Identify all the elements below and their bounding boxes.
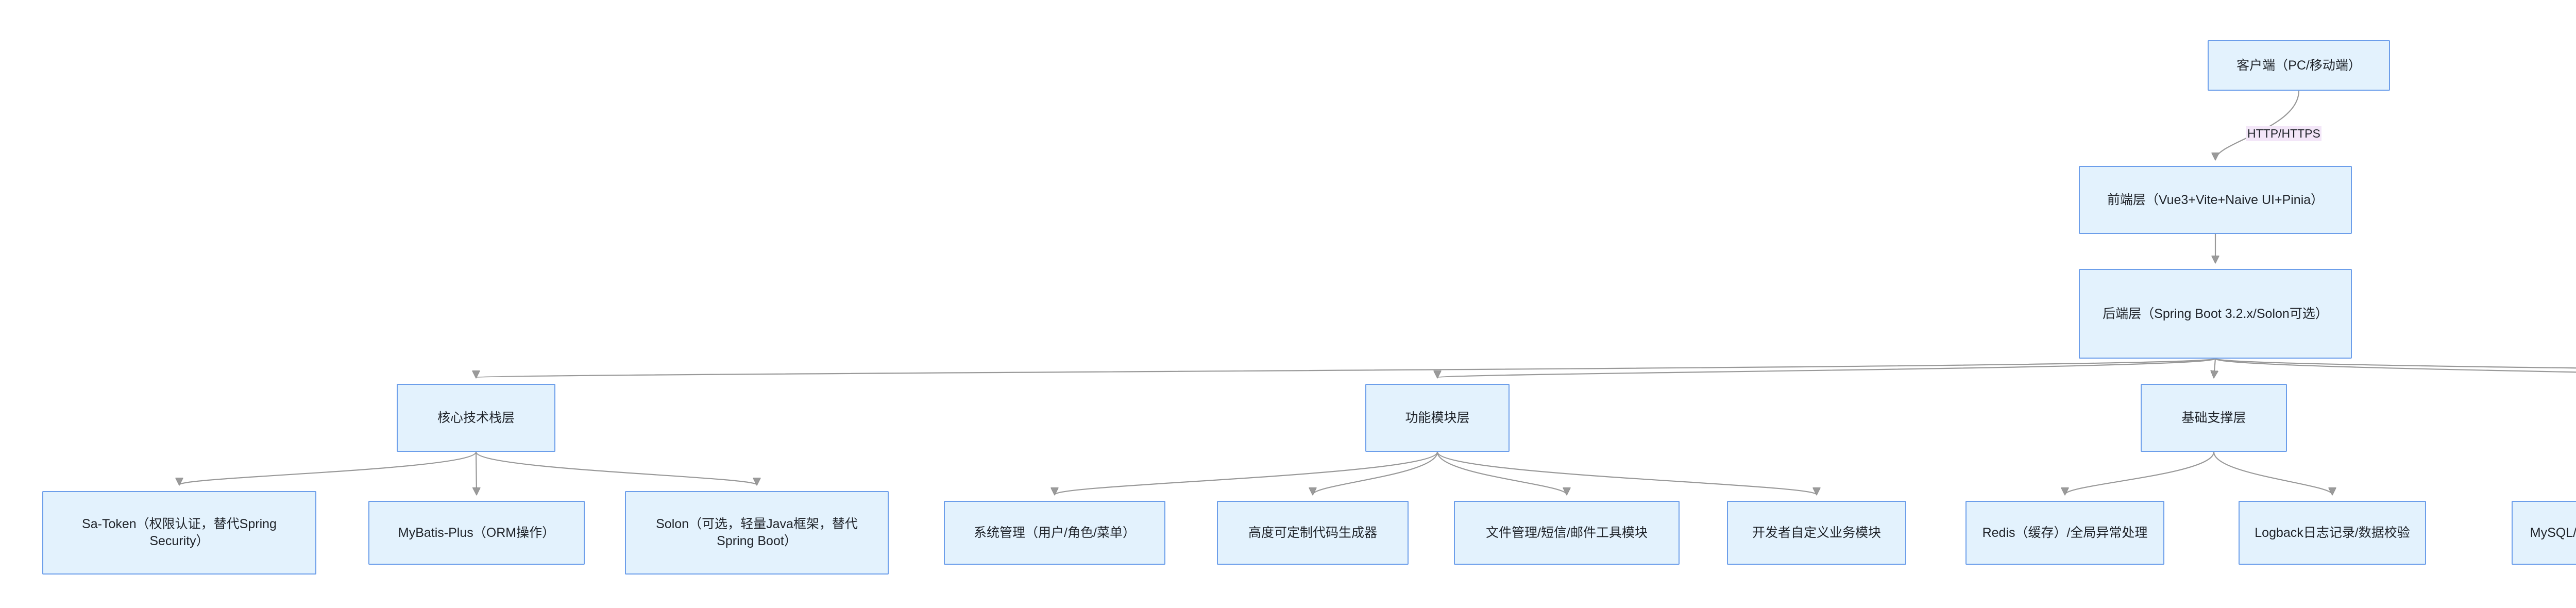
edge-layer-core-to-leaf-solon — [475, 451, 757, 485]
edge-client-to-frontend — [2215, 90, 2300, 160]
node-leaf-custom[interactable]: 开发者自定义业务模块 — [1727, 501, 1906, 565]
node-label: 核心技术栈层 — [437, 410, 515, 425]
node-leaf-redis-exc[interactable]: Redis（缓存）/全局异常处理 — [1965, 501, 2164, 565]
node-leaf-sysmgmt[interactable]: 系统管理（用户/角色/菜单） — [944, 501, 1165, 565]
node-label: 开发者自定义业务模块 — [1752, 525, 1881, 540]
node-leaf-filetool[interactable]: 文件管理/短信/邮件工具模块 — [1454, 501, 1680, 565]
edge-backend-to-layer-deploy — [2214, 358, 2576, 369]
edge-layer-core-to-leaf-satoken — [179, 451, 477, 485]
edge-layer-core-to-leaf-mybatis — [476, 451, 477, 495]
node-label: MySQL/PostgreSQL（主库） — [2530, 525, 2576, 540]
node-label: Solon（可选，轻量Java框架，替代 Spring Boot） — [656, 517, 858, 548]
node-label: 系统管理（用户/角色/菜单） — [974, 525, 1136, 540]
node-label: 功能模块层 — [1405, 410, 1470, 425]
node-leaf-codegen[interactable]: 高度可定制代码生成器 — [1217, 501, 1409, 565]
edge-layer-base-to-leaf-redis-exc — [2065, 451, 2215, 495]
edge-backend-to-layer-module — [1437, 358, 2216, 378]
node-label: Logback日志记录/数据校验 — [2255, 525, 2410, 540]
node-label: 高度可定制代码生成器 — [1248, 525, 1377, 540]
node-leaf-mysql[interactable]: MySQL/PostgreSQL（主库） — [2512, 501, 2576, 565]
node-label: 文件管理/短信/邮件工具模块 — [1486, 525, 1648, 540]
node-layer-base[interactable]: 基础支撑层 — [2141, 384, 2287, 452]
edge-layer-base-to-leaf-logback — [2213, 451, 2332, 495]
node-layer-core[interactable]: 核心技术栈层 — [397, 384, 555, 452]
node-leaf-logback[interactable]: Logback日志记录/数据校验 — [2239, 501, 2426, 565]
node-layer-module[interactable]: 功能模块层 — [1365, 384, 1510, 452]
node-client[interactable]: 客户端（PC/移动端） — [2208, 40, 2390, 91]
edge-layer-module-to-leaf-codegen — [1313, 451, 1438, 495]
edge-layer-module-to-leaf-custom — [1436, 451, 1817, 495]
edge-layer-module-to-leaf-filetool — [1436, 451, 1567, 495]
node-leaf-mybatis[interactable]: MyBatis-Plus（ORM操作） — [368, 501, 585, 565]
node-leaf-satoken[interactable]: Sa-Token（权限认证，替代Spring Security） — [42, 491, 316, 575]
node-label: Sa-Token（权限认证，替代Spring Security） — [82, 517, 277, 548]
edge-layer-module-to-leaf-sysmgmt — [1055, 451, 1438, 495]
node-leaf-solon[interactable]: Solon（可选，轻量Java框架，替代 Spring Boot） — [625, 491, 889, 575]
edge-backend-to-layer-data — [2214, 358, 2576, 373]
node-label: 后端层（Spring Boot 3.2.x/Solon可选） — [2103, 306, 2328, 321]
edge-backend-to-layer-core — [476, 358, 2216, 378]
node-frontend[interactable]: 前端层（Vue3+Vite+Naive UI+Pinia） — [2079, 166, 2352, 234]
node-label: 基础支撑层 — [2181, 410, 2246, 425]
node-label: 前端层（Vue3+Vite+Naive UI+Pinia） — [2107, 192, 2324, 207]
node-label: 客户端（PC/移动端） — [2236, 58, 2361, 73]
node-label: Redis（缓存）/全局异常处理 — [1982, 525, 2148, 540]
edge-label-http-label: HTTP/HTTPS — [2246, 126, 2321, 141]
node-label: MyBatis-Plus（ORM操作） — [398, 525, 555, 540]
node-backend[interactable]: 后端层（Spring Boot 3.2.x/Solon可选） — [2079, 269, 2352, 359]
edge-backend-to-layer-base — [2214, 358, 2215, 378]
